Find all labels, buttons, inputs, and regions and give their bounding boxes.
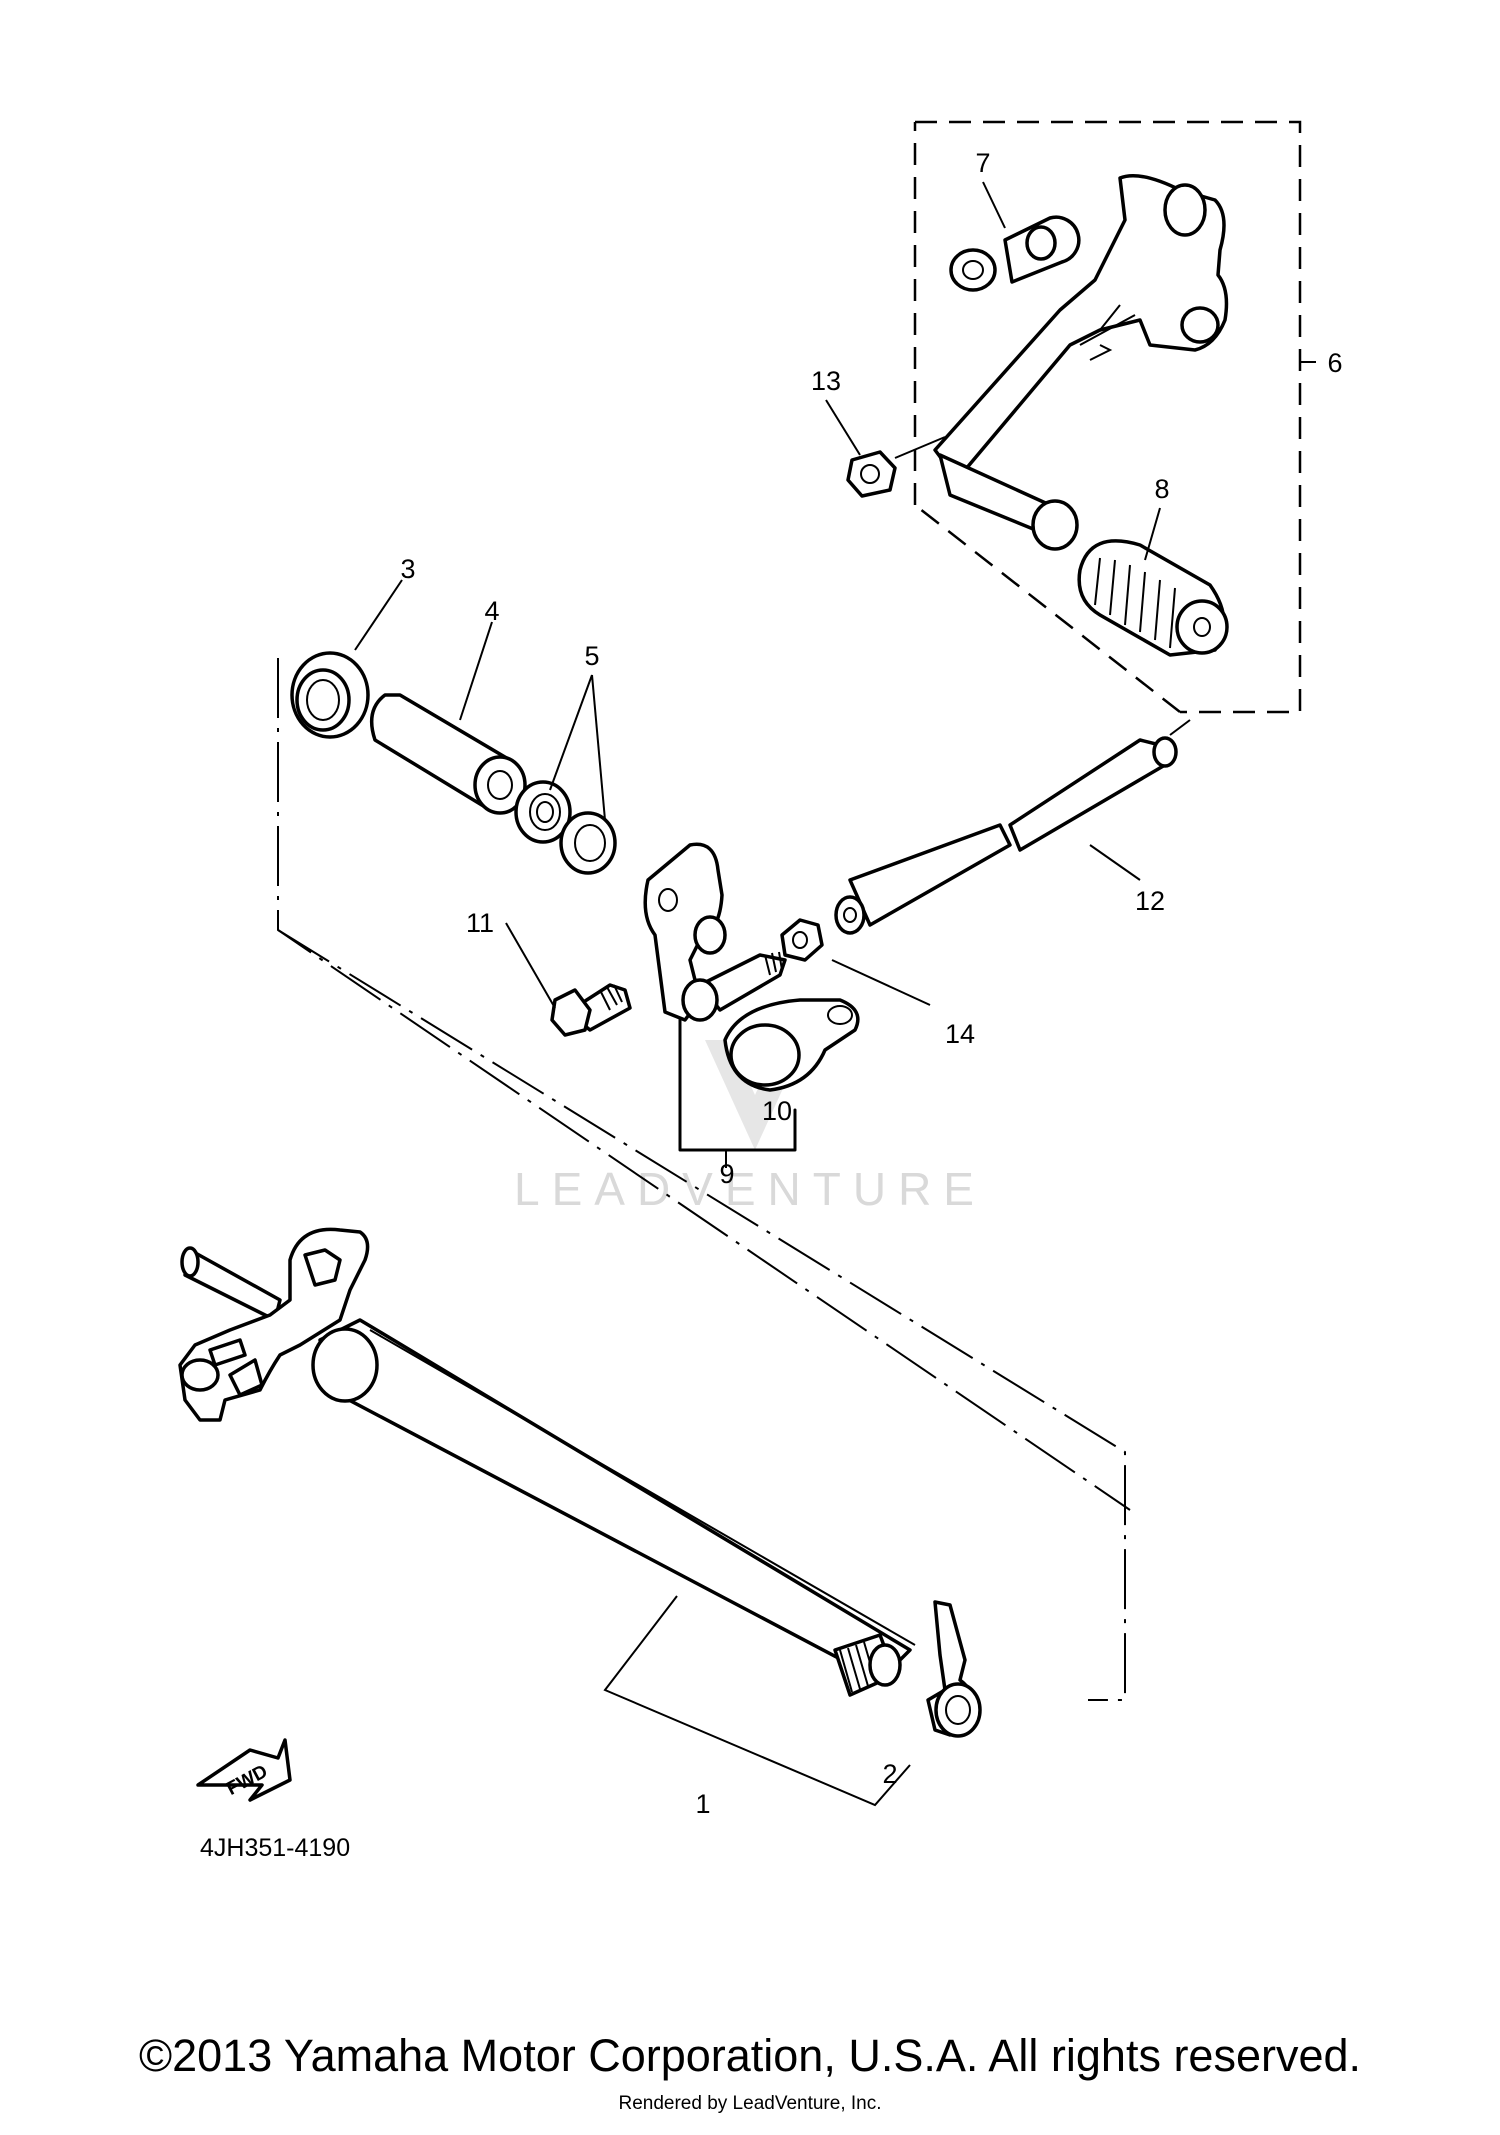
diagram-code: 4JH351-4190 (200, 1834, 350, 1862)
callout-labels: 1 2 3 4 5 6 7 8 9 10 11 12 13 14 (400, 148, 1342, 1819)
part-14-nut[interactable] (780, 918, 824, 962)
callout-9: 9 (719, 1159, 734, 1189)
part-3-oil-seal[interactable] (290, 651, 370, 739)
part-10-boot[interactable] (723, 998, 860, 1092)
part-12-shift-rod[interactable] (834, 736, 1178, 935)
part-7-eye-joint[interactable] (949, 215, 1081, 292)
part-11-bolt[interactable] (550, 983, 632, 1037)
pedal-assembly-box (913, 120, 1302, 714)
callout-10: 10 (762, 1096, 792, 1126)
part-5-bearings[interactable] (514, 780, 617, 875)
part-4-collar[interactable] (369, 693, 527, 815)
callout-12: 12 (1135, 886, 1165, 916)
part-1-shift-shaft[interactable] (178, 1227, 916, 1697)
callout-1: 1 (695, 1789, 710, 1819)
callout-4: 4 (484, 596, 499, 626)
callout-5: 5 (584, 641, 599, 671)
watermark-text: LEADVENTURE (514, 1163, 986, 1215)
callout-13: 13 (811, 366, 841, 396)
part-9-shift-lever[interactable] (643, 842, 787, 1022)
part-13-nut[interactable] (846, 450, 897, 498)
bracket-9 (678, 1018, 797, 1152)
copyright-text: ©2013 Yamaha Motor Corporation, U.S.A. A… (138, 2030, 1362, 2081)
callout-14: 14 (945, 1019, 975, 1049)
callout-6: 6 (1327, 348, 1342, 378)
part-2-spring[interactable] (926, 1600, 982, 1738)
callout-2: 2 (882, 1759, 897, 1789)
callout-7: 7 (975, 148, 990, 178)
callout-8: 8 (1154, 474, 1169, 504)
part-8-footpeg-rubber[interactable] (1077, 539, 1229, 657)
part-6-shift-pedal[interactable] (933, 174, 1229, 551)
callout-11: 11 (466, 908, 494, 938)
fwd-arrow-icon: FWD (196, 1738, 292, 1802)
callout-3: 3 (400, 554, 415, 584)
rendered-by-text: Rendered by LeadVenture, Inc. (618, 2093, 882, 2114)
leader-lines (354, 181, 1161, 1807)
